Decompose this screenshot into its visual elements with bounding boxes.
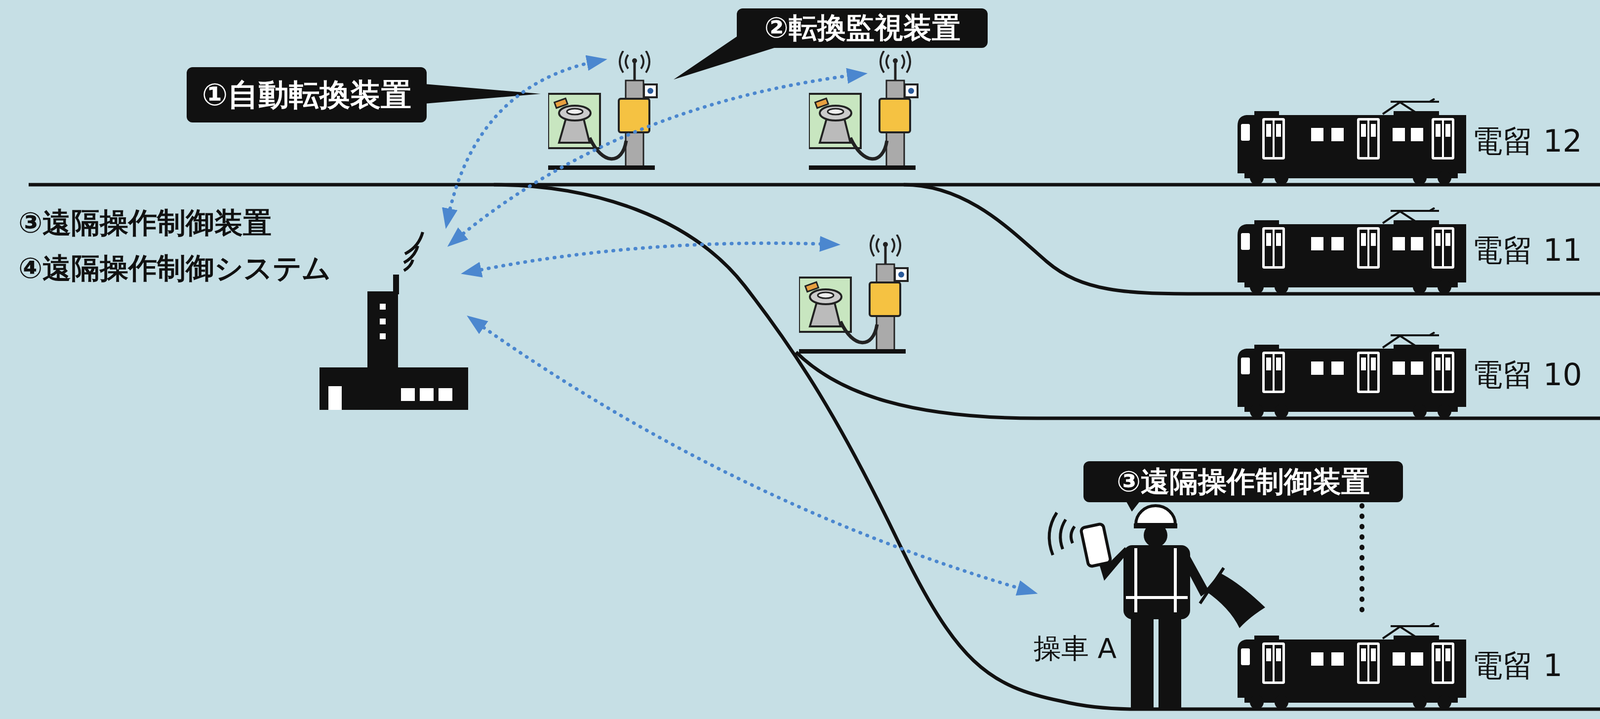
train-node: 電留 1: [1234, 622, 1591, 710]
callout-text: ②転換監視装置: [763, 12, 960, 44]
node-label: 操車 A: [1033, 633, 1117, 664]
callout-text: ③遠隔操作制御装置: [1116, 466, 1370, 498]
callout-box: ②転換監視装置: [736, 8, 988, 48]
callout-text: ①自動転換装置: [201, 78, 412, 112]
train-node: 電留 10: [1234, 331, 1591, 419]
wireless-link: [471, 319, 1033, 593]
track-label: 電留 10: [1472, 358, 1583, 392]
track-label: 電留 11: [1472, 233, 1583, 268]
callout-box: ①自動転換装置: [186, 67, 427, 123]
node-label: ③遠隔操作制御装置: [18, 207, 272, 240]
callout-box: ③遠隔操作制御装置: [1083, 461, 1403, 503]
train-node: 電留 11: [1234, 207, 1591, 294]
train-node: 電留 12: [1234, 98, 1591, 185]
track-label: 電留 12: [1472, 124, 1583, 159]
node-label: ④遠隔操作制御システム: [18, 252, 331, 285]
worker-node: 操車 A: [1032, 503, 1266, 710]
control-center: ③遠隔操作制御装置 ④遠隔操作制御システム: [14, 204, 472, 413]
track-label: 電留 1: [1472, 648, 1563, 683]
